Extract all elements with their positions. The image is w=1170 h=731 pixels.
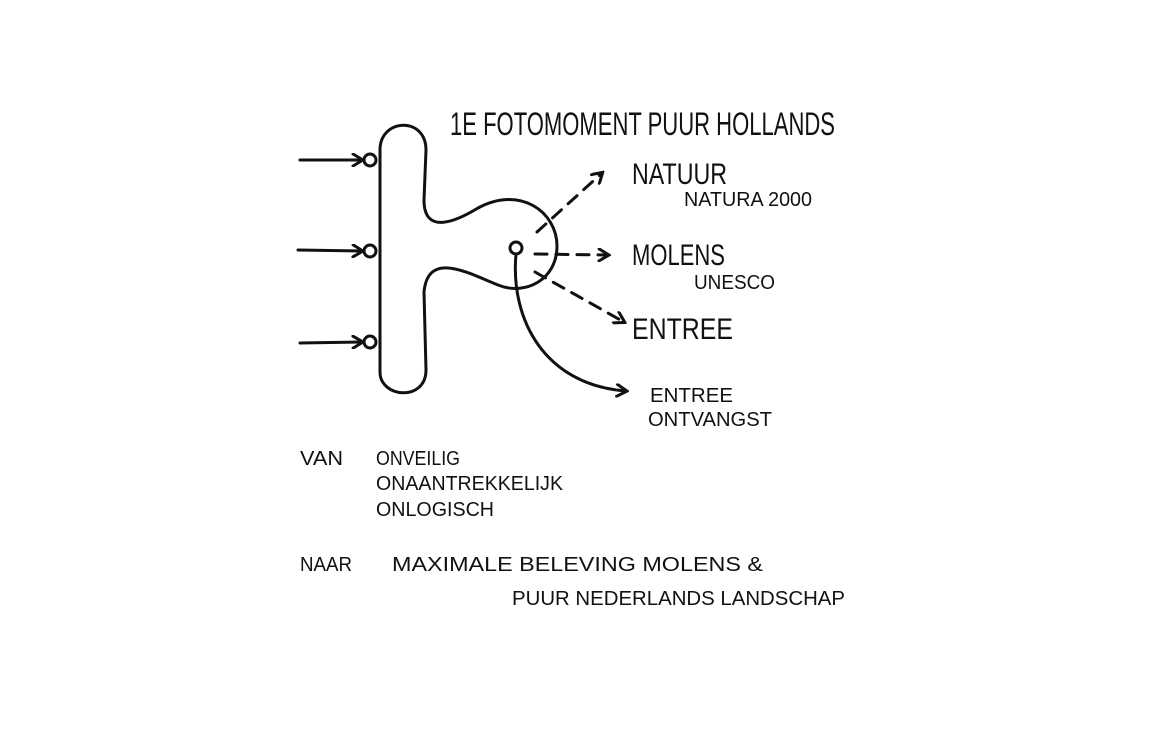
destination-label: NATUUR [632, 158, 727, 191]
diagram-title: 1E FOTOMOMENT PUUR HOLLANDS [450, 106, 835, 142]
view-arrow-entree [533, 270, 624, 322]
incoming-arrow [296, 243, 378, 259]
incoming-arrow [298, 334, 378, 350]
to-text: MAXIMALE BELEVING MOLENS & [392, 554, 764, 576]
destination-label: MOLENS [632, 239, 725, 272]
to-label: NAAR [300, 554, 352, 576]
view-arrow-natuur [535, 173, 602, 234]
to-text: PUUR NEDERLANDS LANDSCHAP [512, 588, 845, 610]
destination-sub: NATURA 2000 [684, 189, 812, 211]
destination-label: ENTREE [632, 313, 733, 346]
destination-sub: UNESCO [694, 272, 775, 294]
incoming-arrow [298, 152, 378, 168]
view-arrow-molens [533, 254, 608, 255]
reception-label: ONTVANGST [648, 409, 772, 431]
from-item: ONVEILIG [376, 448, 460, 470]
site-shape [378, 123, 559, 395]
reception-label: ENTREE [650, 385, 733, 407]
reception-route-arrow [513, 252, 626, 391]
from-item: ONLOGISCH [376, 499, 494, 521]
from-item: ONAANTREKKELIJK [376, 473, 564, 495]
viewpoint-marker [508, 240, 524, 256]
from-label: VAN [300, 448, 343, 470]
